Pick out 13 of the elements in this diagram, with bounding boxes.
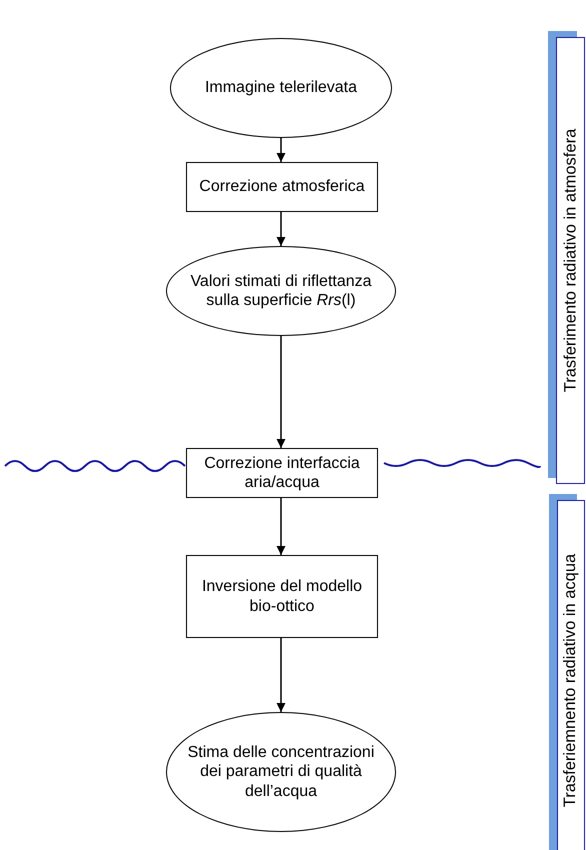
band-label: Trasferimento radiativo in atmosfera: [561, 128, 580, 392]
arrow: [276, 498, 286, 555]
arrow: [276, 336, 286, 448]
process-box: Correzione interfaccia aria/acqua: [186, 448, 378, 498]
arrow: [276, 212, 286, 246]
process-box: Correzione atmosferica: [186, 162, 378, 212]
data-ellipse: Stima delle concentrazioni dei parametri di qualità dell’acqua: [166, 712, 396, 832]
process-box: Inversione del modello bio-ottico: [186, 555, 378, 638]
data-ellipse: Valori stimati di riflettanza sulla superficie Rrs(l): [166, 246, 396, 336]
arrow: [276, 138, 286, 162]
band-label: Trasferiemnento radiativo in acqua: [562, 553, 580, 807]
data-ellipse: Immagine telerilevata: [170, 38, 392, 138]
arrow: [276, 638, 286, 712]
